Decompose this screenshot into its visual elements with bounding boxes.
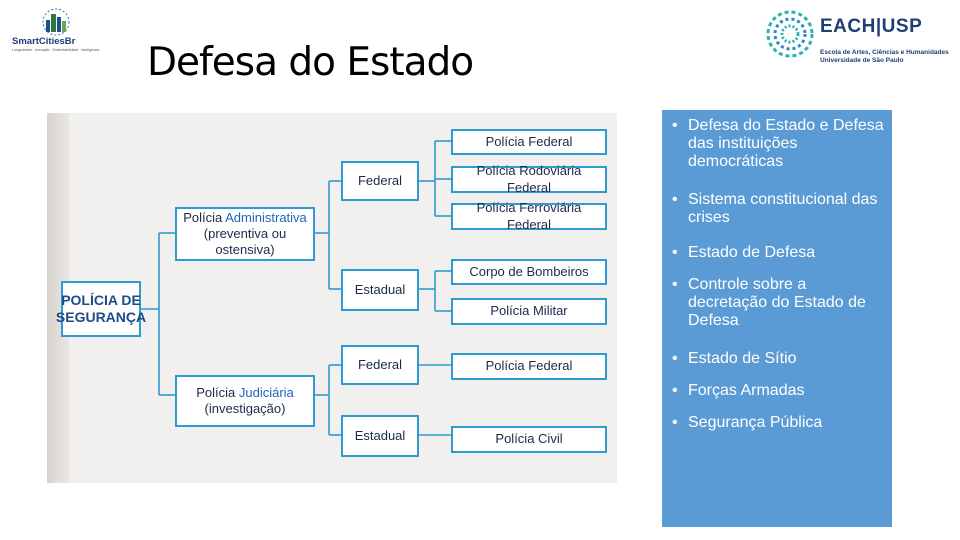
node-estadual-admin: Estadual [341,269,419,311]
logo-tagline: Longevidade · Inovação · Sustentabilidad… [12,48,100,52]
bullet: • [672,117,678,134]
root-line-2: SEGURANÇA [55,309,147,325]
bullet: • [672,382,678,399]
bullet: • [672,191,678,208]
logo-brand-text: SmartCitiesBr [12,36,76,47]
node-estadual-judic: Estadual [341,415,419,457]
judic-subtitle: (investigação) [204,401,286,416]
each-usp-logo: EACH|USP Escola de Artes, Ciências e Hum… [764,8,954,64]
bullet: • [672,414,678,431]
list-item: • Estado de Defesa [672,244,886,262]
node-federal-judic: Federal [341,345,419,385]
leaf-policia-ferroviaria-federal: Polícia Ferroviária Federal [451,200,607,232]
list-item-text: Estado de Sítio [688,350,797,367]
list-item-text: Segurança Pública [688,414,823,431]
admin-keyword: Administrativa [225,209,307,225]
node-policia-judiciaria: Polícia Judiciária(investigação) [175,375,315,427]
admin-subtitle: (preventiva ou ostensiva) [203,225,287,258]
list-item: • Estado de Sítio [672,350,886,368]
bullet: • [672,244,678,261]
each-wordmark: EACH|USP [820,16,922,38]
leaf-corpo-de-bombeiros: Corpo de Bombeiros [451,259,607,285]
leaf-policia-militar: Polícia Militar [451,298,607,325]
page-title: Defesa do Estado [147,40,474,85]
logo-divider: | [875,16,882,37]
list-item-text: Sistema constitucional das crises [688,191,878,226]
judic-prefix: Polícia [196,384,239,400]
each-subtitle-1: Escola de Artes, Ciências e Humanidades [820,49,949,56]
list-item: • Controle sobre a decretação do Estado d… [672,276,886,330]
each-name: EACH [820,16,876,37]
usp-name: USP [881,16,923,37]
node-federal-admin: Federal [341,161,419,201]
each-subtitle-2: Universidade de São Paulo [820,57,904,64]
diagram-connectors [141,140,451,436]
judic-keyword: Judiciária [238,384,294,400]
bullet: • [672,276,678,293]
bullet: • [672,350,678,367]
topics-panel: • Defesa do Estado e Defesa das instituiç… [662,110,892,527]
list-item: • Sistema constitucional das crises [672,191,886,227]
scan-edge [47,113,69,483]
list-item-text: Controle sobre a decretação do Estado de… [688,276,866,329]
list-item-text: Defesa do Estado e Defesa das instituiçõ… [688,117,884,170]
admin-prefix: Polícia [183,209,226,225]
leaf-policia-civil: Polícia Civil [451,426,607,453]
leaf-policia-federal-2: Polícia Federal [451,353,607,380]
list-item: • Defesa do Estado e Defesa das instituiç… [672,117,886,171]
node-policia-administrativa: Polícia Administrativa(preventiva ou ost… [175,207,315,261]
city-skyline-icon [42,8,70,36]
list-item-text: Forças Armadas [688,382,805,399]
list-item-text: Estado de Defesa [688,244,816,261]
leaf-policia-rodoviaria-federal: Polícia Rodoviária Federal [451,163,607,195]
list-item: • Forças Armadas [672,382,886,400]
each-mandala-icon [766,10,814,58]
list-item: • Segurança Pública [672,414,886,432]
smartcitiesbr-logo: SmartCitiesBr Longevidade · Inovação · S… [8,4,100,54]
root-line-1: POLÍCIA DE [61,291,141,308]
leaf-policia-federal-1: Polícia Federal [451,129,607,155]
